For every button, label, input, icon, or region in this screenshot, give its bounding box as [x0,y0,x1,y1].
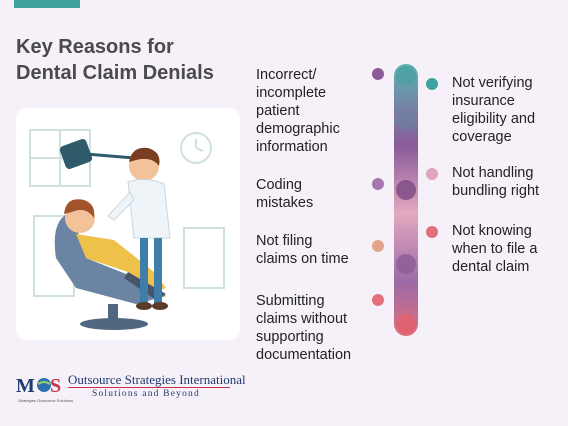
svg-text:S: S [50,375,61,397]
reason-dot [372,294,384,306]
reason-line: Not knowing [452,223,532,239]
clock-icon [180,132,212,164]
dentist-illustration [29,129,225,330]
reason-coding-mistakes: Coding mistakes [256,176,313,212]
logo-small-text: Strategies Outsource Solutions [18,398,74,403]
reason-line: Not filing [256,233,313,249]
dentist-illustration-card [16,108,240,340]
title-line-2: Dental Claim Denials [16,62,214,84]
reason-dot [426,168,438,180]
reason-line: Incorrect/ [256,67,317,83]
title-line-1: Key Reasons for [16,36,174,58]
reason-line: information [256,139,328,155]
reason-not-verifying-eligibility: Not verifying insurance eligibility and … [452,74,535,146]
reason-dot [372,68,384,80]
reason-dot [372,178,384,190]
timeline-node [396,314,416,334]
reason-line: insurance [452,93,515,109]
reasons-timeline [394,64,418,336]
logo-divider [68,387,230,388]
reason-bundling: Not handling bundling right [452,164,539,200]
timeline-node [396,180,416,200]
page-title: Key Reasons for Dental Claim Denials [16,34,256,86]
timeline-node [396,66,416,86]
reason-incorrect-demographics: Incorrect/ incomplete patient demographi… [256,66,340,156]
company-name: Outsource Strategies International [68,372,246,387]
top-accent-bar [14,0,80,8]
reason-line: supporting [256,329,324,345]
reason-line: claims on time [256,251,349,267]
lamp-arm [85,152,135,160]
reason-line: dental claim [452,259,530,275]
reason-line: claims without [256,311,348,327]
reason-line: incomplete [256,85,327,101]
reason-line: Not verifying [452,75,533,91]
reason-late-filing: Not filing claims on time [256,232,349,268]
reason-dot [426,226,438,238]
reason-when-to-file: Not knowing when to file a dental claim [452,222,537,276]
reason-line: bundling right [452,183,540,199]
reason-line: demographic [256,121,340,137]
company-tagline: Solutions and Beyond [92,389,200,399]
reason-line: when to file a [452,241,538,257]
timeline-node [396,254,416,274]
reason-line: mistakes [256,195,314,211]
reason-line: Submitting [256,293,325,309]
svg-text:M: M [16,375,35,397]
reason-line: documentation [256,347,352,363]
globe-logo-icon: M S [16,375,61,397]
reason-line: Coding [256,177,302,193]
reason-dot [426,78,438,90]
dental-lamp-icon [59,139,93,169]
company-logo: M S Strategies Outsource Solutions Outso… [16,370,246,406]
reason-line: patient [256,103,300,119]
reason-line: Not handling [452,165,534,181]
reason-line: eligibility and [452,111,536,127]
reason-line: coverage [452,129,512,145]
reason-no-documentation: Submitting claims without supporting doc… [256,292,351,364]
timeline-node [396,110,416,130]
reason-dot [372,240,384,252]
